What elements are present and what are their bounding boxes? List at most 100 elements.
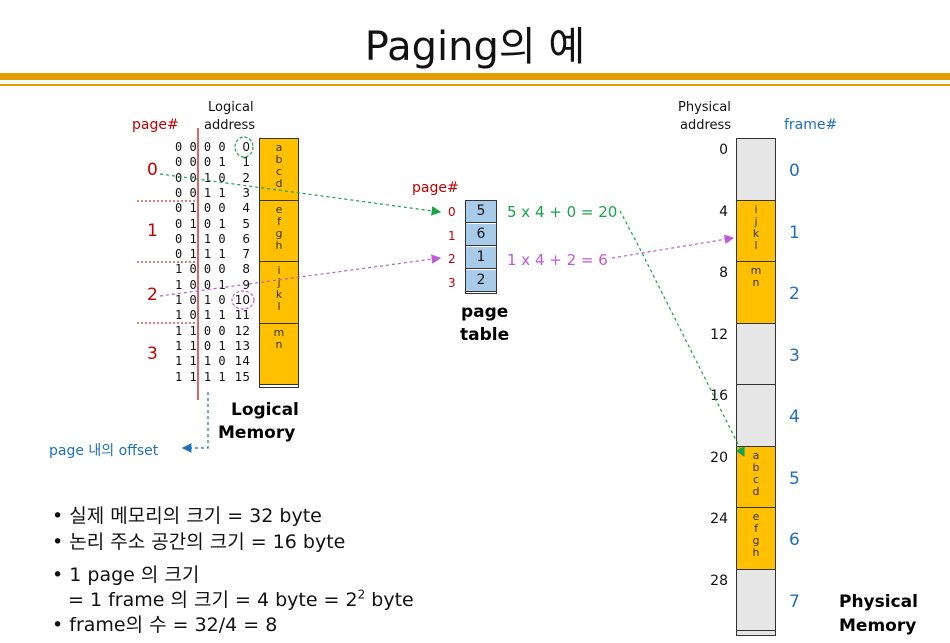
logical-address-value: 10 [234, 293, 250, 307]
physical-frame-number: 4 [789, 407, 800, 427]
physical-address-value: 16 [710, 388, 728, 404]
bullet-logical-size-text: 논리 주소 공간의 크기 = 16 byte [69, 531, 346, 553]
physical-address-value: 12 [710, 326, 728, 343]
memory-byte: i [277, 264, 281, 277]
physical-memory-caption-line2: Memory [839, 616, 917, 636]
arrow-page0-to-table [159, 173, 442, 216]
logical-address-bits-row: 1 0 1 1 [175, 308, 226, 323]
logical-address-value: 2 [242, 170, 250, 185]
logical-address-bits-row: 0 0 1 1 [175, 185, 226, 200]
memory-byte: n [275, 337, 283, 351]
page-table-index-label: page# [412, 180, 459, 196]
logical-address-bits-row: 0 1 1 0 [175, 231, 226, 246]
logical-address-bits-row: 0 1 0 0 [175, 201, 226, 216]
physical-frame-number: 6 [789, 530, 800, 550]
logical-memory [259, 138, 299, 388]
physical-frame-empty [737, 385, 775, 447]
physical-frame-empty [737, 323, 775, 385]
memory-byte: a [752, 448, 760, 462]
bullet-frame-size-exponent: 2 [357, 587, 366, 602]
logical-address-label-line1: Logical [208, 100, 254, 115]
logical-address-bits-row: 0 0 0 0 [175, 140, 226, 154]
frame-number-label: frame# [784, 117, 838, 133]
memory-byte: d [752, 484, 760, 498]
arrow-offset-pointer [181, 392, 209, 453]
bullet-page-size-text: 1 page 의 크기 [69, 564, 200, 586]
page-table-caption-line2: table [460, 325, 510, 345]
slide-title: Paging의 예 [364, 24, 586, 70]
logical-address-bits-row: 1 1 0 1 [175, 338, 226, 353]
memory-byte: e [275, 202, 283, 216]
memory-byte: f [754, 522, 758, 535]
logical-address-bits-row: 0 0 0 1 [175, 155, 226, 170]
memory-byte: m [273, 325, 285, 339]
physical-frame-empty [737, 139, 775, 201]
logical-address-value: 13 [234, 338, 250, 353]
logical-address-bits-row: 0 1 0 1 [175, 216, 226, 231]
logical-address-bits-row: 0 0 1 0 [175, 170, 226, 185]
logical-address-value: 12 [234, 323, 250, 338]
page-table-index: 3 [448, 276, 456, 290]
logical-address-value: 5 [242, 216, 250, 231]
memory-byte: a [275, 141, 283, 154]
bullet-logical-size: • 논리 주소 공간의 크기 = 16 byte [52, 531, 346, 553]
physical-address-label-line2: address [680, 118, 732, 133]
highlight-address-10 [231, 290, 255, 310]
memory-byte: c [752, 472, 760, 486]
memory-byte: l [754, 238, 758, 252]
logical-address-value: 15 [234, 369, 250, 384]
memory-byte: f [277, 214, 281, 228]
title-underline-thick [0, 73, 950, 80]
logical-address-bits-row: 0 1 1 1 [175, 247, 226, 262]
highlight-address-0 [234, 136, 254, 158]
physical-frame-number: 0 [789, 161, 800, 181]
memory-byte: h [752, 546, 760, 559]
logical-page-number: 3 [147, 344, 158, 364]
memory-byte: b [275, 153, 283, 166]
memory-byte: b [752, 460, 760, 474]
bullet-frame-count: • frame의 수 = 32/4 = 8 [52, 614, 278, 636]
bullet-frame-size-unit: byte [365, 589, 414, 611]
page-table-entry: 1 [466, 247, 496, 269]
memory-byte: g [275, 226, 283, 240]
logical-address-value: 14 [234, 354, 250, 369]
logical-address-value: 6 [242, 231, 250, 246]
memory-byte: e [752, 510, 760, 523]
logical-address-value: 3 [242, 185, 250, 200]
logical-memory-caption-line2: Memory [218, 423, 296, 443]
memory-byte: c [275, 165, 283, 178]
logical-address-bits-row: 1 1 1 1 [175, 369, 226, 384]
bullet-frame-size: = 1 frame 의 크기 = 4 byte = 22 byte [68, 585, 414, 612]
logical-address-label-line2: address [204, 118, 256, 133]
physical-address-value: 28 [710, 572, 728, 589]
logical-page-number: 1 [147, 221, 158, 241]
physical-frame-number: 7 [789, 591, 800, 612]
physical-frame-empty [737, 569, 775, 631]
logical-page-number-label: page# [132, 117, 179, 133]
physical-frame-number: 2 [789, 284, 800, 304]
logical-address-value: 0 [242, 140, 250, 154]
physical-address-value: 4 [719, 203, 728, 220]
bullet-physical-size: • 실제 메모리의 크기 = 32 byte [52, 505, 322, 527]
physical-address-value: 8 [719, 265, 728, 281]
memory-byte: k [752, 226, 760, 240]
logical-memory-caption-line1: Logical [231, 400, 299, 420]
memory-byte: l [277, 300, 281, 313]
bullet-page-size: • 1 page 의 크기 [52, 564, 200, 586]
memory-byte: h [275, 238, 283, 252]
logical-page-number: 0 [147, 160, 158, 180]
bullet-frame-size-text: = 1 frame 의 크기 = 4 byte = 2 [68, 589, 358, 611]
